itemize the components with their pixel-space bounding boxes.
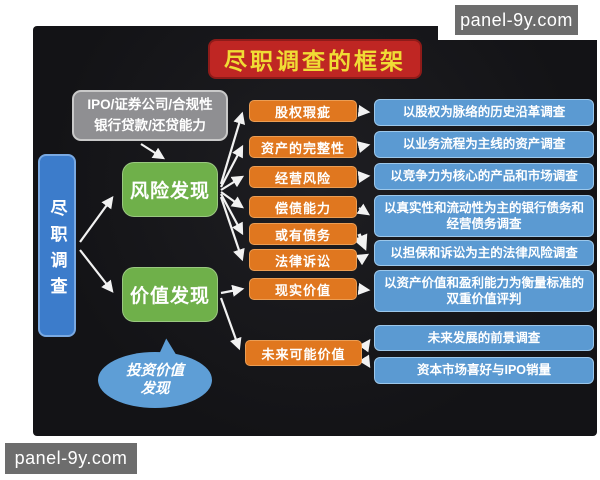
- branch-value-discovery: 价值发现: [122, 267, 218, 322]
- factor-operating-risk: 经营风险: [249, 166, 357, 188]
- context-note: IPO/证券公司/合规性 银行贷款/还贷能力: [72, 90, 228, 141]
- investigation-future-prospects: 未来发展的前景调查: [374, 325, 594, 351]
- branch-risk-discovery: 风险发现: [122, 162, 218, 217]
- investigation-capital-market-ipo: 资本市场喜好与IPO销量: [374, 357, 594, 384]
- investigation-asset-by-business-process: 以业务流程为主线的资产调查: [374, 131, 594, 158]
- factor-future-potential-value: 未来可能价值: [245, 340, 362, 366]
- factor-equity-defects: 股权瑕疵: [249, 100, 357, 122]
- context-note-line1: IPO/证券公司/合规性: [87, 96, 213, 112]
- diagram-title: 尽职调查的框架: [208, 39, 422, 79]
- watermark-text: panel-9y.com: [14, 448, 128, 468]
- investigation-legal-risk-guarantee-litigation: 以担保和诉讼为主的法律风险调查: [374, 240, 594, 266]
- factor-present-value: 现实价值: [249, 278, 357, 300]
- factor-contingent-liabilities: 或有债务: [249, 223, 357, 245]
- thought-bubble-investment-value: 投资价值 发现: [98, 352, 212, 408]
- watermark-bottom-left: panel-9y.com: [5, 443, 137, 474]
- factor-legal-litigation: 法律诉讼: [249, 249, 357, 271]
- factor-asset-integrity: 资产的完整性: [249, 136, 357, 158]
- factor-solvency: 偿债能力: [249, 196, 357, 218]
- context-note-line2: 银行贷款/还贷能力: [94, 117, 206, 133]
- bubble-line2: 发现: [140, 381, 170, 397]
- investigation-bank-operating-debt: 以真实性和流动性为主的银行债务和经营债务调查: [374, 195, 594, 237]
- watermark-text: panel-9y.com: [460, 9, 573, 30]
- investigation-dual-value-judgement: 以资产价值和盈利能力为衡量标准的双重价值评判: [374, 270, 594, 312]
- investigation-product-market-competitiveness: 以竞争力为核心的产品和市场调查: [374, 163, 594, 190]
- investigation-equity-history: 以股权为脉络的历史沿革调查: [374, 99, 594, 126]
- watermark-top-right: panel-9y.com: [455, 5, 578, 35]
- bubble-line1: 投资价值: [126, 362, 184, 379]
- root-node-due-diligence: 尽职调查: [38, 154, 76, 337]
